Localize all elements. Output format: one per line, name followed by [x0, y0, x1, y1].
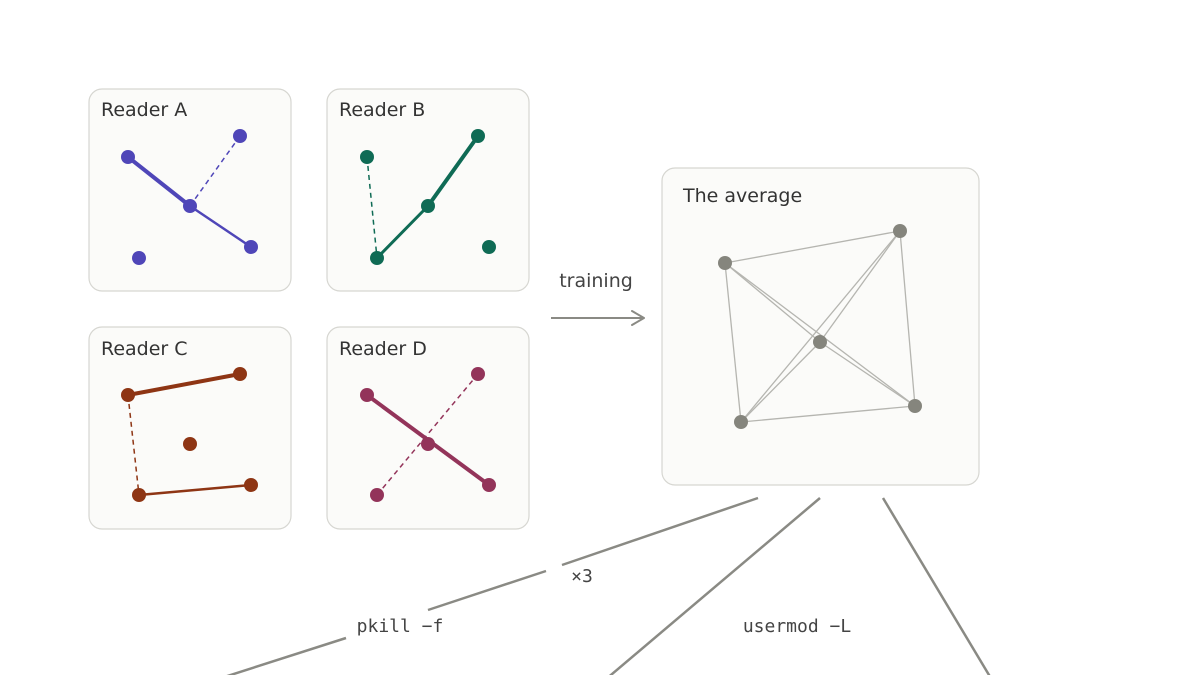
reader-d-title: Reader D	[339, 338, 427, 360]
branches: ×3 pkill −f usermod −L	[226, 496, 991, 675]
reader-a-title: Reader A	[101, 99, 187, 121]
reader-a-panel: Reader A	[88, 88, 292, 292]
reader-c-node	[132, 488, 146, 502]
average-edge	[724, 262, 916, 407]
average-edge	[740, 230, 901, 423]
reader-c-node	[183, 437, 197, 451]
average-edge	[724, 230, 901, 264]
average-edge	[724, 262, 821, 343]
average-title: The average	[682, 185, 802, 207]
reader-b-title: Reader B	[339, 99, 425, 121]
average-edge	[740, 405, 916, 423]
average-edge	[819, 230, 901, 343]
reader-c-node	[121, 388, 135, 402]
reader-a-node	[121, 150, 135, 164]
reader-b-node	[471, 129, 485, 143]
reader-b-node	[370, 251, 384, 265]
reader-a-node	[183, 199, 197, 213]
reader-c-node	[244, 478, 258, 492]
reader-d-node	[421, 437, 435, 451]
reader-b-panel: Reader B	[326, 88, 530, 292]
average-edge	[740, 341, 821, 423]
branch-label-usermod: usermod −L	[743, 616, 852, 637]
reader-a-thick-edge	[126, 155, 192, 208]
reader-b-edge	[375, 204, 430, 260]
reader-b-node	[482, 240, 496, 254]
average-edge	[819, 341, 916, 407]
average-node	[718, 256, 732, 270]
reader-c-thick-edge	[126, 372, 242, 397]
training-arrow: training	[551, 270, 645, 326]
branch-line-left-upper	[561, 496, 759, 567]
average-node	[734, 415, 748, 429]
reader-d-node	[370, 488, 384, 502]
reader-a-edge	[188, 204, 253, 249]
reader-d-node	[360, 388, 374, 402]
reader-a-node	[244, 240, 258, 254]
reader-d-node	[471, 367, 485, 381]
average-node	[893, 224, 907, 238]
average-panel: The average	[661, 167, 980, 486]
branch-line-right	[881, 497, 991, 675]
branch-line-left-lower	[226, 636, 347, 675]
reader-c-title: Reader C	[101, 338, 188, 360]
reader-c-node	[233, 367, 247, 381]
training-label: training	[559, 270, 633, 292]
reader-d-node	[482, 478, 496, 492]
reader-d-panel: Reader D	[326, 326, 530, 530]
reader-b-dashed-edge	[366, 156, 378, 259]
reader-c-panel: Reader C	[88, 326, 292, 530]
average-node	[908, 399, 922, 413]
average-edge	[899, 230, 916, 407]
reader-c-edge	[137, 483, 253, 497]
reader-b-node	[360, 150, 374, 164]
reader-b-thick-edge	[426, 134, 480, 208]
average-edges	[724, 230, 916, 423]
reader-a-node	[132, 251, 146, 265]
branch-label-times-three: ×3	[571, 566, 593, 587]
reader-c-dashed-edge	[127, 394, 140, 496]
training-arrow-head	[631, 310, 645, 326]
reader-a-node	[233, 129, 247, 143]
average-edge	[724, 262, 742, 423]
average-node	[813, 335, 827, 349]
branch-line-center	[608, 497, 821, 675]
reader-b-node	[421, 199, 435, 213]
branch-label-pkill: pkill −f	[357, 616, 444, 637]
branch-line-left-middle	[427, 569, 547, 612]
